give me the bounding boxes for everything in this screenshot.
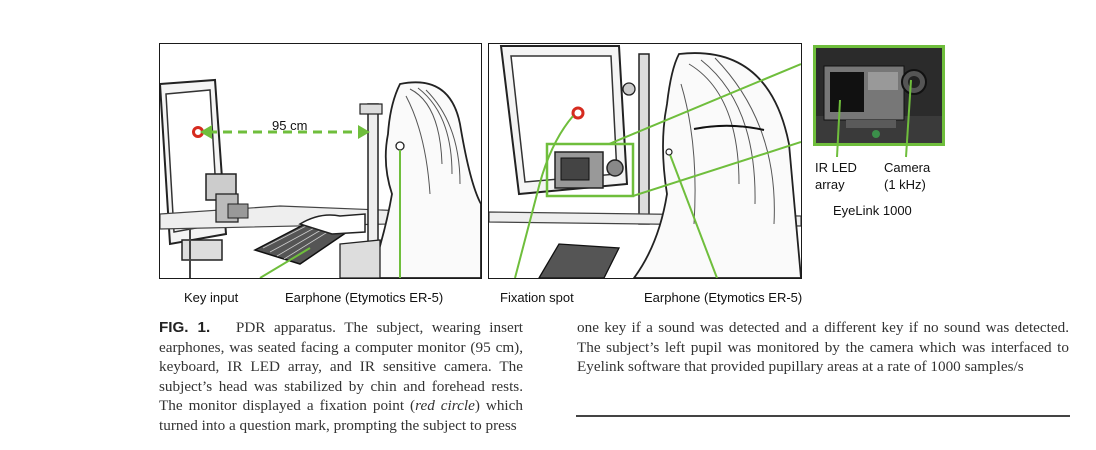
ir-led-label-2: array: [815, 177, 845, 192]
eyelink-photo-inset: [813, 45, 945, 146]
caption-text-1: PDR apparatus. The subject, wearing inse…: [159, 319, 524, 414]
right-apparatus-drawing: [489, 45, 801, 278]
earphone-right-label: Earphone (Etymotics ER-5): [644, 290, 803, 305]
key-input-label: Key input: [184, 290, 239, 305]
left-apparatus-panel: 95 cm: [159, 43, 482, 279]
left-apparatus-drawing: [160, 78, 481, 278]
caption-text-3: one key if a sound was detected and a di…: [577, 319, 1069, 375]
camera-label-2: (1 kHz): [884, 177, 926, 192]
fixation-spot-label: Fixation spot: [500, 290, 574, 305]
earphone-left-label: Earphone (Etymotics ER-5): [285, 290, 444, 305]
caption-text-2: ) which turned into a question mark, pro…: [159, 397, 523, 434]
ir-led-label-1: IR LED: [815, 160, 857, 175]
eyelink-photo: [816, 48, 942, 143]
caption-column-1: FIG. 1. PDR apparatus. The subject, wear…: [159, 318, 523, 435]
caption-italic: red circle: [415, 397, 475, 414]
camera-label-1: Camera: [884, 160, 931, 175]
caption-rule: [576, 415, 1070, 417]
eyelink-label: EyeLink 1000: [833, 203, 912, 218]
right-apparatus-panel: [488, 43, 802, 279]
caption-column-2: one key if a sound was detected and a di…: [577, 318, 1069, 377]
figure-number: FIG. 1.: [159, 319, 211, 336]
distance-label: 95 cm: [272, 118, 308, 133]
